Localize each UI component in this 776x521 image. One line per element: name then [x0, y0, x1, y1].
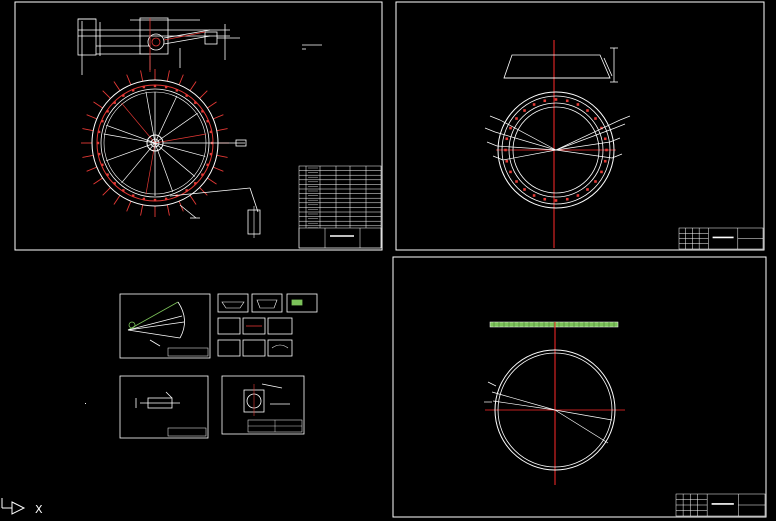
sheet-1-elevation-accents — [149, 18, 206, 72]
title-block — [678, 227, 764, 250]
ring-front-view — [484, 91, 631, 209]
sheet-1-elevation-view — [77, 17, 240, 75]
sheet-1-drawing-frame — [14, 1, 383, 251]
ring-section-view — [503, 47, 618, 83]
gear-spokes — [103, 91, 207, 196]
ucs-x-axis-label: X — [35, 503, 43, 516]
sheet-1-small-note — [302, 44, 322, 50]
ucs-arrow-icon — [1, 498, 26, 515]
ring-plan-view — [484, 349, 616, 471]
sheet-3-drawing-frame — [392, 256, 767, 518]
ring-leader-lines — [484, 115, 631, 161]
gear-wheel-view — [81, 69, 261, 238]
title-block — [675, 493, 766, 517]
sheet-4-detail-sheets — [119, 293, 318, 439]
ring-bolt-holes — [504, 98, 608, 202]
sheet-2-drawing-frame — [395, 1, 765, 251]
parts-list-table — [298, 165, 382, 249]
gear-teeth-dimensions — [81, 69, 229, 217]
